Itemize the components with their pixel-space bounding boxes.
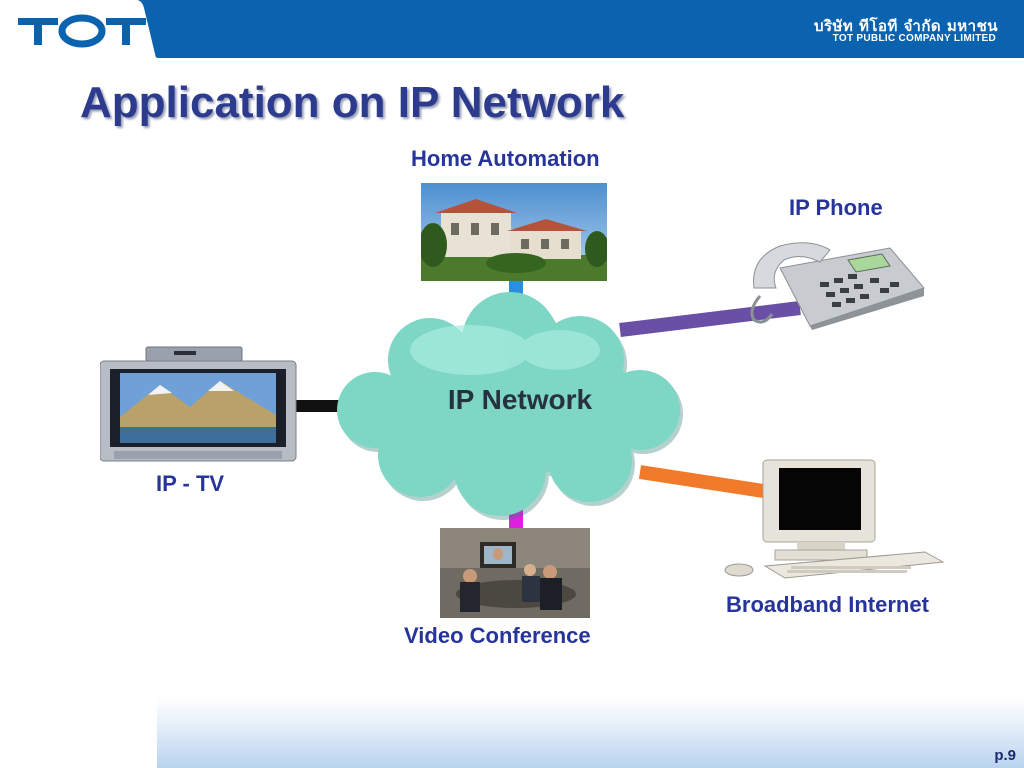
cloud-label: IP Network <box>447 384 593 415</box>
ip-network-cloud <box>337 292 683 520</box>
link-phone <box>619 301 801 337</box>
television-icon <box>100 346 297 462</box>
ip-phone-icon <box>750 242 925 330</box>
video-conference-photo-icon <box>440 528 590 618</box>
node-label-internet: Broadband Internet <box>726 592 929 617</box>
link-internet <box>638 465 772 499</box>
company-name-thai: บริษัท ทีโอที จำกัด มหาชน <box>813 17 998 35</box>
footer-band: p.9 <box>157 698 1024 768</box>
tot-logo <box>18 4 148 52</box>
node-label-home: Home Automation <box>411 146 600 171</box>
header-bar <box>0 0 1024 58</box>
page-title: Application on IP Network <box>80 78 625 127</box>
page-number: p.9 <box>994 747 1016 764</box>
desktop-computer-icon <box>724 459 945 579</box>
node-label-video: Video Conference <box>404 623 591 648</box>
node-label-tv: IP - TV <box>156 471 225 496</box>
house-photo-icon <box>421 183 607 281</box>
company-name-english: TOT PUBLIC COMPANY LIMITED <box>832 33 996 44</box>
node-label-phone: IP Phone <box>789 195 883 220</box>
